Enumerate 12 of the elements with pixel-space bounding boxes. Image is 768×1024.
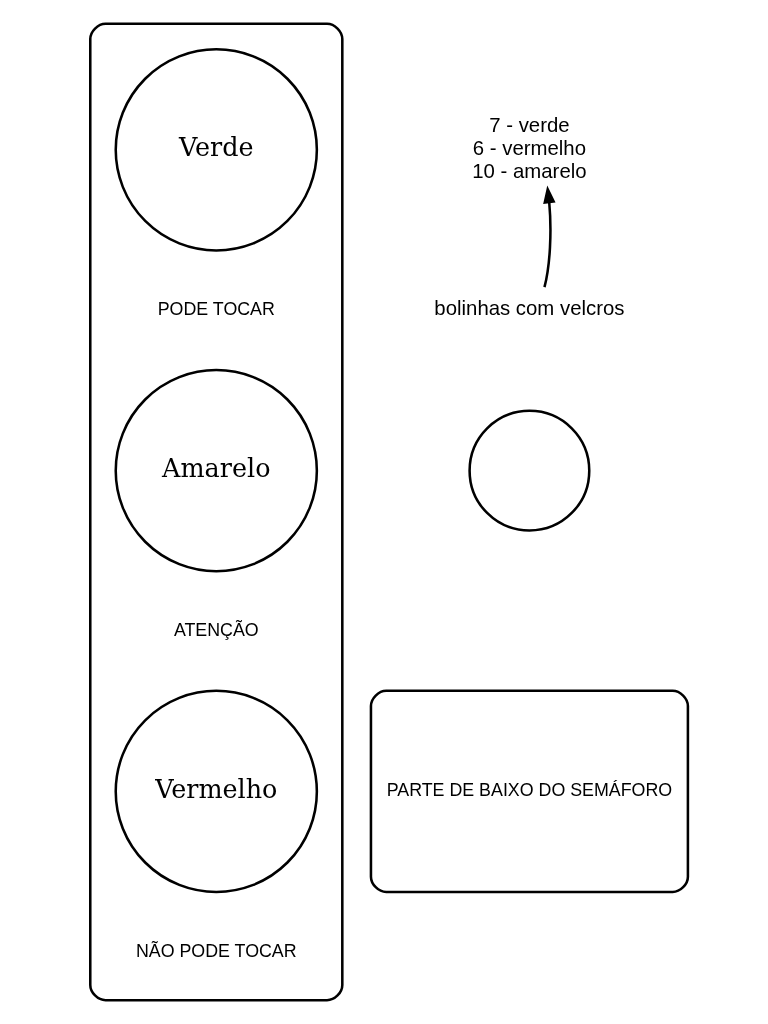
node-circle: Vermelho: [114, 689, 319, 894]
node-text: 7 - verde 6 - vermelho 10 - amarelo: [472, 113, 587, 182]
node-label: NÃO PODE TOCAR: [135, 940, 297, 961]
cluster: [89, 22, 344, 1002]
node-circle: Amarelo: [114, 368, 319, 573]
node-box: PARTE DE BAIXO DO SEMÁFORO: [369, 689, 690, 894]
node-circle: [468, 409, 591, 532]
node-label: PODE TOCAR: [157, 298, 275, 319]
node-circle: Verde: [114, 48, 319, 252]
node-text: bolinhas com velcros: [434, 297, 625, 320]
arrow: [543, 185, 556, 288]
node-label: ATENÇÃO: [173, 619, 259, 640]
